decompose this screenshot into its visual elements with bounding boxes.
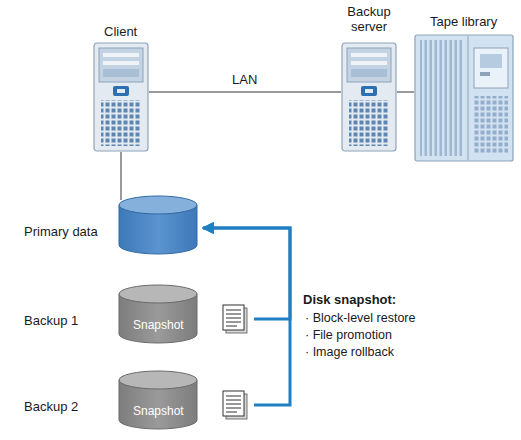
- node-label: Backup 1: [24, 313, 78, 328]
- icon-part: [474, 48, 508, 88]
- backup-disk: Backup 2 Snapshot: [24, 368, 252, 432]
- network-link: [397, 91, 414, 93]
- network-link: [149, 91, 341, 93]
- backup-disk: Backup 1 Snapshot: [24, 282, 252, 346]
- log-document-icon: [222, 390, 249, 421]
- icon-part: [480, 72, 490, 76]
- icon-part: [101, 100, 141, 146]
- node-label: Tape library: [430, 14, 497, 29]
- disk-cylinder: [118, 195, 198, 255]
- backup-server: Backup server: [334, 4, 404, 152]
- node-label: Backup 2: [24, 399, 78, 414]
- icon-part: [117, 89, 125, 93]
- icon-part: [226, 322, 241, 323]
- callout-bullet: · Image rollback: [305, 344, 394, 360]
- icon-part: [349, 100, 389, 146]
- icon-part: [474, 96, 508, 154]
- primary-data-disk: Primary data: [24, 194, 202, 256]
- icon-part: [226, 326, 237, 327]
- restore-arrow: [203, 228, 290, 405]
- icon-part: [480, 54, 502, 68]
- icon-part: [94, 43, 148, 151]
- icon-part: [226, 318, 241, 319]
- icon-part: [113, 86, 129, 96]
- icon-part: [103, 53, 139, 57]
- icon-part: [103, 69, 139, 77]
- disk-cylinder: [118, 284, 198, 344]
- icon-part: [226, 314, 241, 315]
- icon-part: [226, 412, 237, 413]
- node-label: Backup server: [338, 4, 400, 34]
- icon-part: [119, 371, 197, 389]
- tape-library: Tape library: [412, 14, 516, 164]
- icon-part: [468, 36, 469, 160]
- server-icon: [341, 42, 397, 152]
- icon-part: [361, 86, 377, 96]
- node-label: Primary data: [24, 224, 98, 239]
- disk-caption: Snapshot: [133, 318, 184, 333]
- icon-part: [226, 408, 241, 409]
- icon-part: [351, 69, 387, 77]
- icon-part: [351, 53, 387, 57]
- icon-part: [119, 196, 197, 214]
- icon-part: [342, 43, 396, 151]
- icon-part: [99, 48, 143, 82]
- node-label: Client: [104, 24, 137, 39]
- disk-caption: Snapshot: [133, 404, 184, 419]
- server-icon: [93, 42, 149, 152]
- icon-part: [226, 310, 241, 311]
- link-label: LAN: [230, 72, 259, 87]
- icon-part: [365, 89, 373, 93]
- icon-part: [351, 61, 387, 65]
- log-document-icon: [222, 304, 249, 335]
- icon-part: [347, 48, 391, 82]
- callout-bullet: · File promotion: [305, 327, 392, 343]
- icon-part: [415, 35, 513, 161]
- restore-arrow: [203, 228, 290, 319]
- network-link: [120, 152, 122, 200]
- disk-cylinder: [118, 370, 198, 430]
- icon-part: [420, 40, 464, 156]
- icon-part: [223, 391, 244, 416]
- tape-library-icon: [414, 34, 514, 162]
- icon-part: [223, 305, 244, 330]
- icon-part: [103, 61, 139, 65]
- callout-heading: Disk snapshot:: [303, 292, 396, 308]
- icon-part: [226, 400, 241, 401]
- icon-part: [226, 404, 241, 405]
- icon-part: [119, 285, 197, 303]
- callout-bullet: · Block-level restore: [305, 310, 415, 326]
- client-server: Client: [90, 24, 152, 152]
- icon-part: [226, 396, 241, 397]
